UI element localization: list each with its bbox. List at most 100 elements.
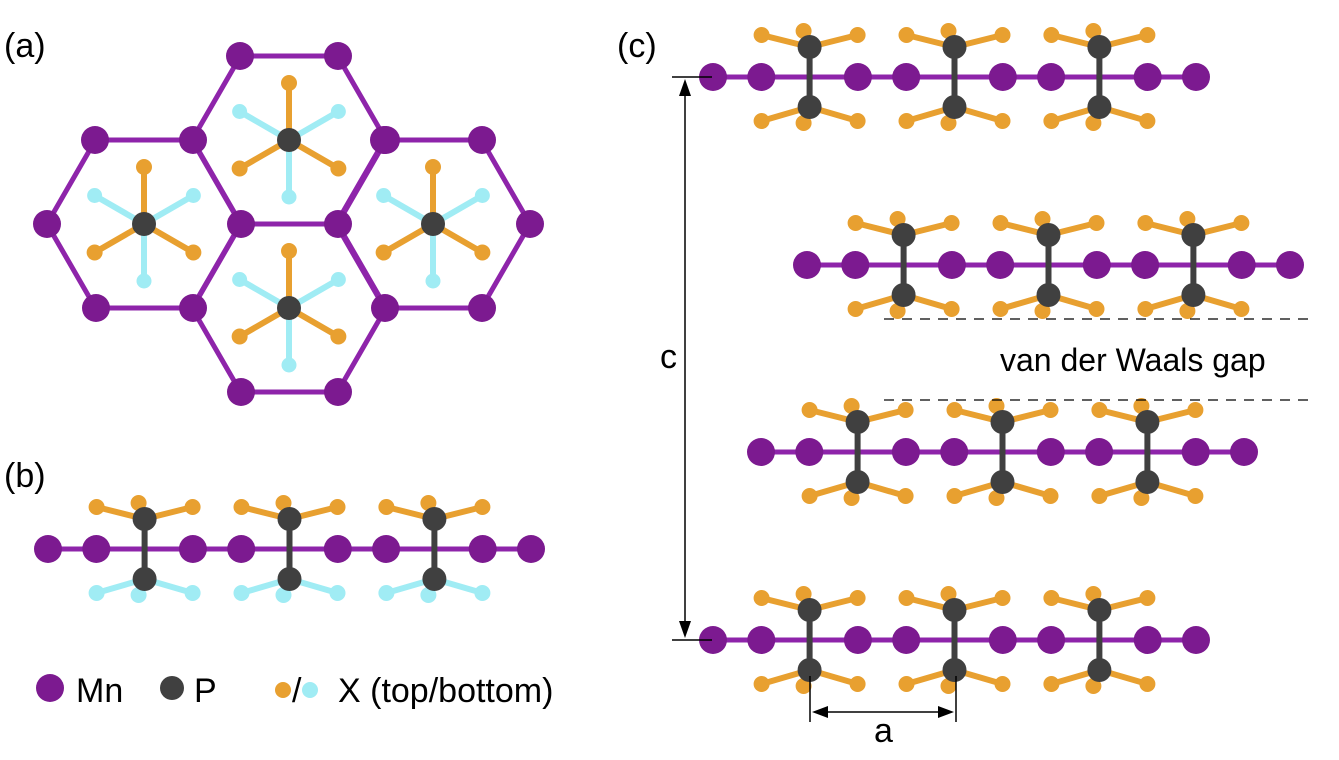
p-atom (1036, 283, 1061, 307)
x-top-atom (281, 243, 297, 259)
mn-atom (324, 210, 352, 238)
x-top-atom (1139, 27, 1156, 43)
x-bottom-atom (1042, 488, 1059, 504)
mn-atom (986, 251, 1015, 279)
p-atom (1181, 283, 1206, 307)
x-top-atom (1187, 402, 1204, 418)
mn-atom (372, 535, 401, 563)
a-axis-label: a (874, 712, 893, 750)
p-atom (845, 470, 870, 494)
legend-x-bottom-swatch (302, 682, 318, 698)
x-top-atom (425, 159, 441, 175)
mn-mn-bond (44, 221, 98, 311)
x-top-atom (1043, 27, 1060, 43)
x-bottom-atom (994, 113, 1011, 129)
mn-mn-bond (189, 305, 243, 395)
panel-a-top-view (33, 42, 544, 406)
legend-p-label: P (194, 672, 217, 710)
x-top-atom (946, 402, 963, 418)
x-bottom-atom (281, 357, 297, 373)
x-bottom-atom (1137, 301, 1154, 317)
x-top-atom (1085, 23, 1102, 39)
c-axis-arrow: c (660, 76, 712, 641)
mn-atom (227, 210, 255, 238)
legend-slash: / (292, 672, 302, 710)
x-top-atom (795, 586, 812, 602)
x-top-atom (1088, 215, 1105, 231)
x-bottom-atom (946, 488, 963, 504)
x-bottom-atom (1133, 490, 1150, 506)
mn-atom (843, 626, 872, 654)
vdw-gap-label: van der Waals gap (1000, 342, 1266, 378)
mn-atom (793, 251, 821, 279)
x-bottom-atom (1179, 303, 1196, 319)
legend-x-top-swatch (275, 682, 291, 698)
mn-mn-bond (189, 221, 243, 311)
mn-atom (891, 438, 920, 466)
p-atom (132, 507, 157, 531)
x-top-atom (849, 27, 866, 43)
p-atom (1135, 410, 1160, 434)
a-axis-arrow: a (809, 676, 957, 750)
p-atom (422, 567, 447, 591)
mn-atom (699, 63, 727, 91)
p-atom (421, 212, 445, 236)
x-top-atom (136, 159, 152, 175)
x-top-atom (1179, 211, 1196, 227)
x-top-atom (420, 495, 437, 511)
x-bottom-atom (849, 113, 866, 129)
p-atom (277, 296, 301, 320)
x-top-atom (275, 495, 292, 511)
mn-atom (1181, 438, 1210, 466)
mn-atom (892, 626, 921, 654)
x-top-atom (940, 23, 957, 39)
p-atom (845, 410, 870, 434)
x-bottom-atom (994, 676, 1011, 692)
x-top-atom (940, 586, 957, 602)
mn-atom (1182, 626, 1210, 654)
x-bottom-atom (843, 490, 860, 506)
x-top-atom (1042, 402, 1059, 418)
x-bottom-atom (1139, 113, 1156, 129)
x-bottom-atom (795, 115, 812, 131)
x-bottom-atom (330, 104, 346, 119)
x-bottom-atom (130, 587, 147, 603)
mn-atom (179, 126, 207, 154)
x-bottom-atom (1233, 301, 1250, 317)
x-bottom-atom (376, 188, 392, 203)
x-top-atom (1233, 215, 1250, 231)
p-atom (990, 410, 1015, 434)
x-bottom-atom (898, 676, 915, 692)
p-atom (1036, 223, 1061, 247)
mn-atom (1230, 438, 1258, 466)
p-atom (422, 507, 447, 531)
mn-atom (1037, 63, 1066, 91)
p-atom (891, 223, 916, 247)
x-top-atom (185, 244, 202, 261)
x-top-atom (474, 244, 491, 261)
mn-atom (34, 535, 62, 563)
x-bottom-atom (232, 104, 248, 119)
mn-mn-bond (333, 137, 387, 227)
x-top-atom (753, 27, 770, 43)
x-bottom-atom (898, 113, 915, 129)
legend-mn-swatch (36, 674, 64, 702)
p-atom (942, 598, 967, 622)
x-bottom-atom (753, 113, 770, 129)
x-bottom-atom (988, 490, 1005, 506)
mn-atom (370, 126, 398, 154)
panel-label-b: (b) (4, 457, 46, 495)
p-atom (132, 212, 156, 236)
mn-atom (1133, 63, 1162, 91)
mn-atom (323, 535, 352, 563)
mn-atom (1037, 626, 1066, 654)
mn-atom (227, 535, 256, 563)
mn-atom (1182, 63, 1210, 91)
x-top-atom (1091, 402, 1108, 418)
x-bottom-atom (330, 272, 346, 287)
p-atom (942, 35, 967, 59)
x-top-atom (231, 328, 248, 345)
x-top-atom (1137, 215, 1154, 231)
p-atom (1087, 95, 1112, 119)
x-bottom-atom (87, 188, 103, 203)
